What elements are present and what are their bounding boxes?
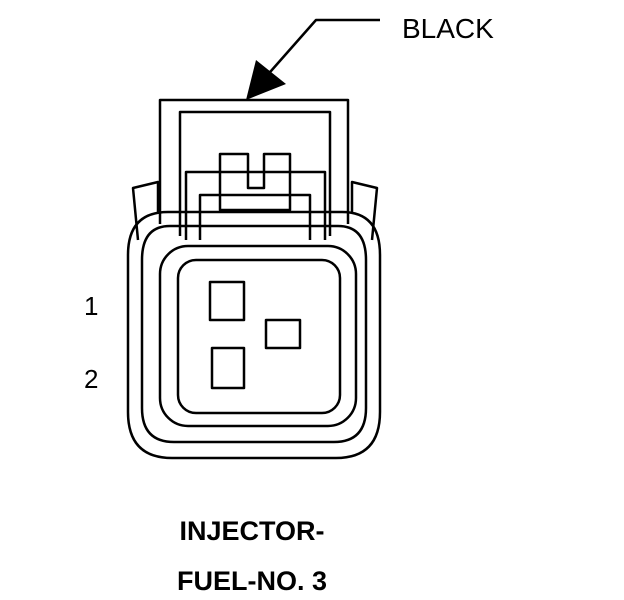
inner-shell (140, 224, 368, 444)
pin-face-inner (176, 258, 342, 415)
connector-body (126, 98, 382, 460)
lock-latch (218, 152, 292, 212)
keying-cavity (264, 318, 302, 350)
pin-cavity-1 (208, 280, 246, 322)
lock-frame (184, 170, 327, 240)
connector-title-line-2: FUEL-NO. 3 (177, 566, 327, 596)
connector-color-label: BLACK (402, 13, 494, 44)
top-housing-inner (178, 110, 332, 236)
pin-number-1: 1 (84, 291, 98, 321)
left-side-tab (131, 180, 160, 241)
leader-line (255, 18, 380, 89)
top-housing-outer (158, 98, 350, 224)
pin-cavity-2 (210, 346, 246, 390)
connector-title-line-1: INJECTOR- (179, 516, 324, 546)
pin-face-outer (158, 244, 358, 428)
right-side-tab (350, 180, 379, 241)
pin-number-2: 2 (84, 364, 98, 394)
outer-shell (126, 210, 382, 460)
lock-frame-inner (198, 193, 312, 240)
color-callout-leader (255, 18, 380, 89)
leader-arrowhead (246, 60, 286, 100)
